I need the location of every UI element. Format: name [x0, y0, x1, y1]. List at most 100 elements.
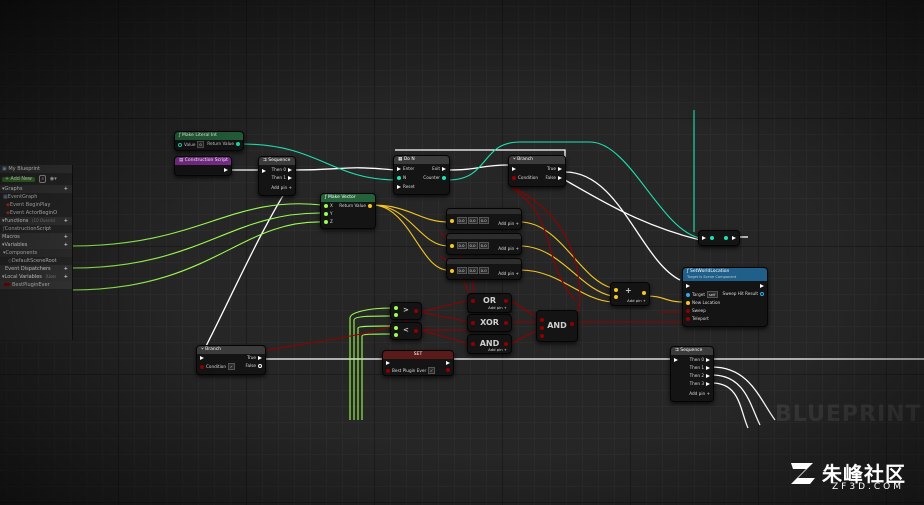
- result-pin[interactable]: [502, 320, 510, 325]
- true-pin[interactable]: True: [247, 355, 264, 360]
- exit-pin[interactable]: Exit: [432, 166, 448, 171]
- return-value-pin[interactable]: Return Value: [339, 203, 374, 208]
- new-location-pin[interactable]: New Location: [684, 300, 720, 305]
- a-pin[interactable]: [469, 320, 477, 325]
- add-pin-button[interactable]: Add pin +: [498, 246, 519, 251]
- do-n-node[interactable]: ▦ Do N Enter N Reset Exit Counter: [393, 155, 450, 195]
- false-pin[interactable]: False: [545, 175, 564, 180]
- result-pin[interactable]: [502, 298, 510, 303]
- add-pin-button[interactable]: Add pin +: [498, 271, 519, 276]
- add-dispatcher-icon[interactable]: +: [63, 266, 68, 272]
- search-icon[interactable]: ⌕: [39, 175, 47, 183]
- exec-out-pin[interactable]: [222, 167, 230, 172]
- branch-node[interactable]: ⑂ Branch Condition True False: [508, 155, 566, 187]
- value-field[interactable]: 0.0: [456, 267, 467, 274]
- a-pin[interactable]: [612, 287, 620, 292]
- exec-in-pin[interactable]: [684, 283, 692, 288]
- add-pin-button[interactable]: Add pin +: [488, 305, 507, 310]
- and-node[interactable]: AND: [536, 310, 578, 342]
- add-pin-button[interactable]: Add pin +: [271, 185, 292, 190]
- section-graphs[interactable]: ▾Graphs +: [0, 185, 72, 193]
- value-out-pin[interactable]: [444, 367, 452, 372]
- result-pin[interactable]: [412, 308, 420, 313]
- variable-item[interactable]: BestPluginEver: [0, 281, 72, 289]
- reset-pin[interactable]: Reset: [395, 184, 415, 189]
- return-value-pin[interactable]: Return Value: [207, 141, 242, 146]
- greater-node[interactable]: >: [390, 302, 422, 320]
- exec-in-pin[interactable]: [700, 235, 716, 240]
- add-pin-button[interactable]: Add pin +: [689, 391, 710, 396]
- exec-in-pin[interactable]: [510, 166, 518, 171]
- then-0-pin[interactable]: Then 0: [272, 167, 294, 172]
- teleport-pin[interactable]: Teleport: [684, 316, 709, 321]
- exec-in-pin[interactable]: [672, 357, 680, 362]
- value-field[interactable]: 0.0: [467, 217, 478, 224]
- exec-in-pin[interactable]: [384, 360, 392, 365]
- return-pin[interactable]: [640, 290, 648, 295]
- sequence-node[interactable]: ⇉ Sequence Then 0 Then 1 Add pin +: [258, 156, 296, 196]
- add-pin-button[interactable]: Add pin +: [488, 347, 507, 352]
- exec-in-pin[interactable]: [260, 168, 268, 173]
- integer-node[interactable]: [698, 230, 740, 246]
- and-node[interactable]: AND Add pin +: [467, 334, 512, 354]
- value-field[interactable]: 0.0: [467, 267, 478, 274]
- section-functions[interactable]: ▾Functions (10 Overrid +: [0, 217, 72, 225]
- value-checkbox[interactable]: ✓: [428, 367, 436, 374]
- list-item[interactable]: ▦EventGraph: [0, 193, 72, 201]
- b-pin[interactable]: [392, 312, 400, 317]
- value-field[interactable]: 0.0: [478, 242, 489, 249]
- then-2-pin[interactable]: Then 2: [690, 373, 712, 378]
- add-local-variable-icon[interactable]: +: [63, 274, 68, 280]
- result-pin[interactable]: [568, 321, 576, 326]
- set-world-location-node[interactable]: ƒ SetWorldLocation Target is Scene Compo…: [682, 267, 768, 327]
- exec-out-pin[interactable]: [444, 360, 452, 365]
- eye-icon[interactable]: ◉▾: [49, 176, 57, 182]
- vector-add-node[interactable]: + Add pin +: [610, 282, 650, 306]
- b-pin[interactable]: [538, 325, 546, 330]
- list-item[interactable]: ◆Event ActorBeginO: [0, 209, 72, 217]
- panel-tab[interactable]: ▣ My Blueprint: [0, 165, 72, 173]
- then-1-pin[interactable]: Then 1: [272, 175, 294, 180]
- sweep-pin[interactable]: Sweep: [684, 308, 706, 313]
- less-node[interactable]: <: [390, 322, 422, 340]
- a-pin[interactable]: [469, 298, 477, 303]
- value-field[interactable]: 0.0: [467, 242, 478, 249]
- list-item[interactable]: ◇DefaultSceneRoot: [0, 257, 72, 265]
- make-literal-int-node[interactable]: ƒ Make Literal Int Value 0 Return Value: [174, 131, 244, 151]
- branch-node[interactable]: ⑂ Branch Condition ✓ True False: [196, 345, 266, 375]
- list-item[interactable]: ◆Event BeginPlay: [0, 201, 72, 209]
- a-pin[interactable]: [392, 325, 400, 330]
- result-pin[interactable]: [502, 341, 510, 346]
- value-field[interactable]: 0.0: [478, 267, 489, 274]
- add-macro-icon[interactable]: +: [63, 234, 68, 240]
- sweep-hit-result-pin[interactable]: Sweep Hit Result: [723, 291, 766, 296]
- add-new-button[interactable]: + Add New: [2, 177, 35, 182]
- construction-script-node[interactable]: ▤ Construction Script: [174, 156, 232, 176]
- value-pin[interactable]: Value 0: [176, 141, 204, 148]
- exec-out-pin[interactable]: [722, 235, 738, 240]
- condition-pin[interactable]: Condition ✓: [198, 363, 236, 370]
- value-field[interactable]: 0.0: [478, 217, 489, 224]
- value-field[interactable]: 0: [197, 141, 204, 148]
- value-field[interactable]: 0.0: [456, 217, 467, 224]
- target-pin[interactable]: Target self: [684, 291, 718, 298]
- then-1-pin[interactable]: Then 1: [690, 365, 712, 370]
- condition-pin[interactable]: Condition: [510, 175, 538, 180]
- make-vector-node[interactable]: ƒ Make Vector X Y Z Return Value: [320, 193, 376, 229]
- xor-node[interactable]: XOR: [467, 314, 512, 332]
- a-pin[interactable]: [538, 317, 546, 322]
- exec-out-pin[interactable]: [758, 283, 766, 288]
- add-pin-button[interactable]: Add pin +: [498, 221, 519, 226]
- then-0-pin[interactable]: Then 0: [690, 357, 712, 362]
- or-node[interactable]: OR Add pin +: [467, 293, 512, 313]
- result-pin[interactable]: [412, 328, 420, 333]
- counter-pin[interactable]: Counter: [423, 175, 448, 180]
- exec-in-pin[interactable]: [198, 355, 206, 360]
- sequence-node[interactable]: ⇉ Sequence Then 0 Then 1 Then 2 Then 3 A…: [670, 346, 714, 402]
- section-components[interactable]: ▾Components: [0, 249, 72, 257]
